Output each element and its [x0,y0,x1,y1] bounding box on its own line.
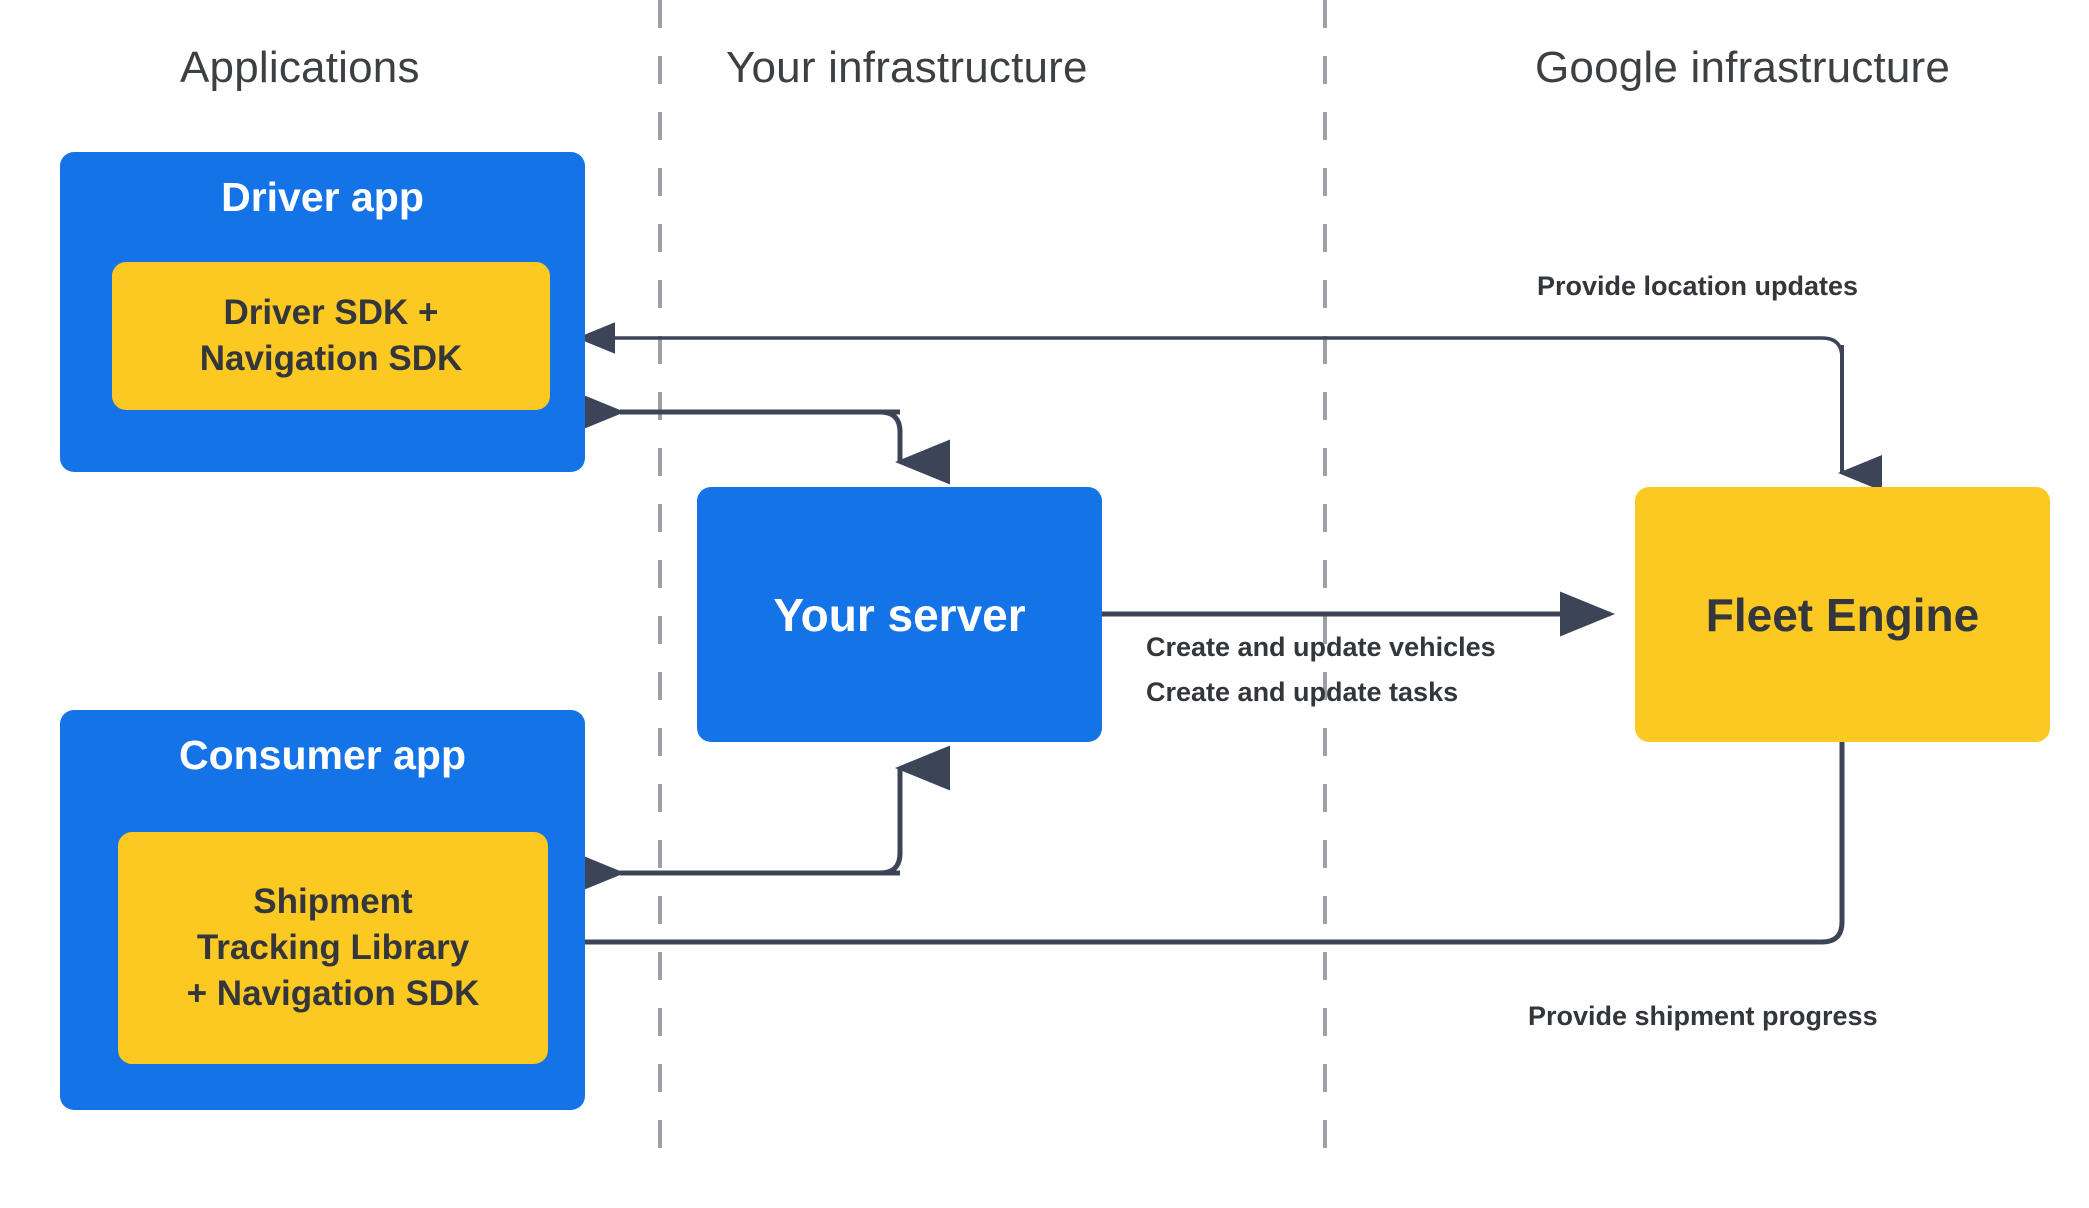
node-driver-sdk[interactable]: Driver SDK + Navigation SDK [112,262,550,410]
node-driver-app-title: Driver app [221,174,424,220]
node-your-server-label: Your server [773,588,1026,641]
edge-label-location-updates: Provide location updates [1537,271,1859,301]
edge-label-create-update-vehicles: Create and update vehicles [1146,632,1496,662]
column-header-google-infrastructure: Google infrastructure [1535,43,1951,92]
edge-label-shipment-progress: Provide shipment progress [1528,1001,1878,1031]
node-consumer-app-title: Consumer app [178,732,467,778]
node-fleet-engine[interactable]: Fleet Engine [1635,487,2050,742]
edge-server-to-consumer-riser [879,745,950,876]
node-shipment-tracking-library[interactable]: Shipment Tracking Library + Navigation S… [118,832,548,1064]
node-shipment-tracking-library-label: Shipment Tracking Library + Navigation S… [186,881,480,1014]
node-fleet-engine-label: Fleet Engine [1705,588,1980,641]
edge-shipment-progress [530,742,1845,965]
edge-label-create-update-tasks: Create and update tasks [1146,677,1459,707]
edge-location-updates-run [576,322,1844,370]
node-driver-sdk-label: Driver SDK + Navigation SDK [199,292,463,378]
edge-driver-to-server [879,409,950,485]
node-your-server[interactable]: Your server [697,487,1102,742]
column-header-your-infrastructure: Your infrastructure [726,43,1088,92]
column-header-applications: Applications [180,43,420,92]
